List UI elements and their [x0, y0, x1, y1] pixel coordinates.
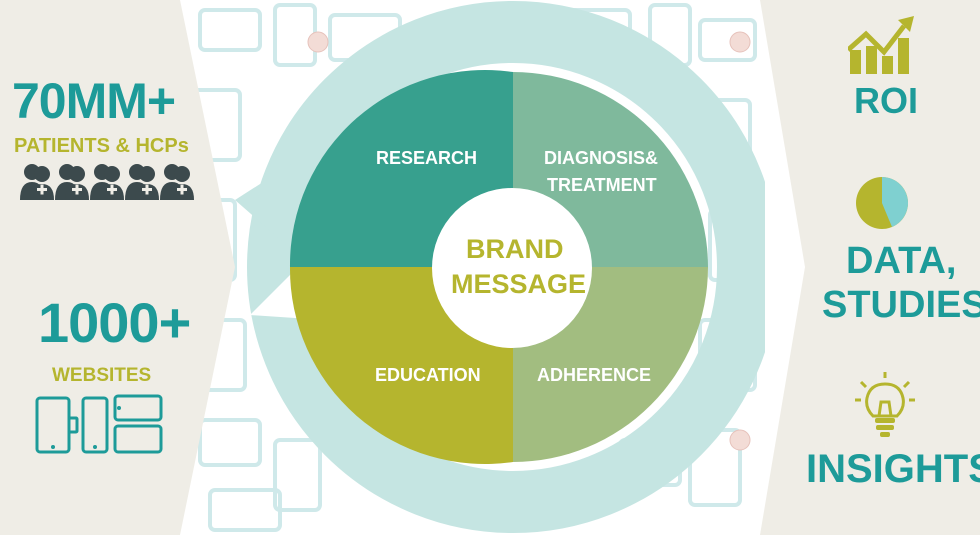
diagnosis-label-line2: TREATMENT — [547, 175, 657, 195]
left-panel-arrow-shape — [0, 0, 235, 535]
patients-stat-label: PATIENTS & HCPs — [14, 135, 189, 157]
data-label-line1: DATA, — [846, 240, 957, 282]
center-brand-label: BRAND — [466, 234, 564, 264]
adherence-label: ADHERENCE — [537, 365, 652, 385]
patients-icon — [20, 164, 194, 200]
websites-stat-label: WEBSITES — [52, 365, 152, 386]
data-label-line2: STUDIES — [822, 284, 980, 326]
brand-message-wheel — [235, 1, 765, 533]
roi-label: ROI — [854, 80, 919, 121]
roi-chart-icon — [848, 16, 914, 74]
right-panel-arrow-shape — [760, 0, 980, 535]
center-circle — [432, 188, 592, 348]
patients-stat-value: 70MM+ — [12, 73, 176, 129]
lightbulb-icon — [855, 372, 915, 437]
devices-icon — [35, 394, 163, 454]
research-label: RESEARCH — [376, 148, 478, 168]
left-stats-panel: 70MM+ PATIENTS & HCPs — [0, 0, 235, 535]
pie-chart-icon — [856, 177, 908, 229]
diagnosis-label-line1: DIAGNOSIS& — [544, 148, 659, 168]
education-label: EDUCATION — [375, 365, 481, 385]
center-message-label: MESSAGE — [451, 269, 587, 299]
right-outcomes-panel: ROI DATA, STUDIES INSIGHTS — [760, 0, 980, 535]
websites-stat-value: 1000+ — [38, 291, 191, 354]
insights-label: INSIGHTS — [806, 447, 980, 491]
